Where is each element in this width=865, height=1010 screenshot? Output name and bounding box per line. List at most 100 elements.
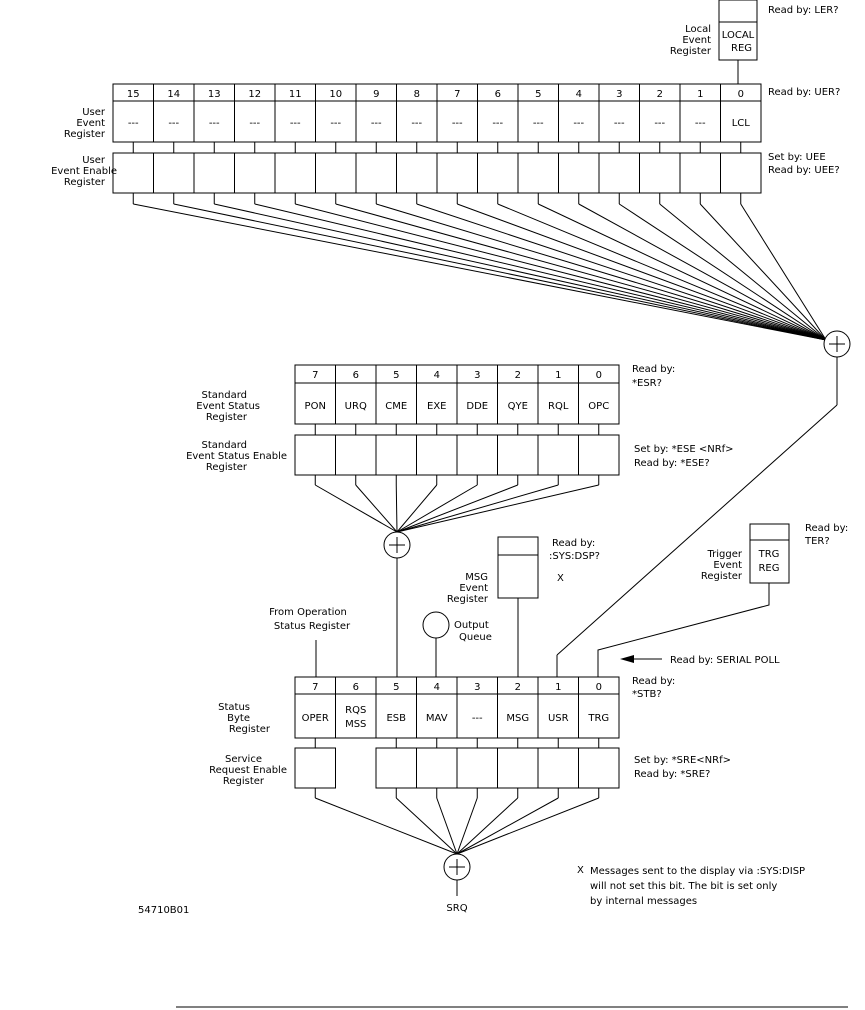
- sre-label-line1: Service: [225, 754, 262, 765]
- ese-cell: [294, 434, 336, 476]
- ueer-cell: [720, 152, 762, 194]
- srq-or-gate: SRQ: [443, 853, 471, 914]
- uer-bit-value: ---: [290, 118, 301, 129]
- uer-bit-value: LCL: [732, 118, 751, 129]
- operation-source-line2: Status Register: [274, 621, 351, 632]
- esr-bit-number: 5: [393, 370, 399, 381]
- ueer-cell: [477, 152, 519, 194]
- ueer-cell: [598, 152, 640, 194]
- service-request-enable-register: Service Request Enable Register Set by: …: [209, 747, 731, 789]
- footnote-line2: will not set this bit. The bit is set on…: [590, 881, 777, 892]
- local-reg-label-line3: Register: [670, 46, 712, 57]
- uer-bit-number: 11: [289, 89, 302, 100]
- stb-bit-number: 3: [474, 682, 480, 693]
- sre-cell: [497, 747, 539, 789]
- uer-value-cell: [112, 100, 154, 143]
- user-summary-or-gate: [823, 330, 851, 358]
- footnote-marker: X: [577, 865, 584, 876]
- esr-bit-number: 0: [596, 370, 602, 381]
- ese-cell: [456, 434, 498, 476]
- ese-cell: [578, 434, 620, 476]
- sre-cell: [456, 747, 498, 789]
- output-queue-line1: Output: [454, 620, 489, 631]
- uer-value-cell: [517, 100, 559, 143]
- uer-bit-number: 1: [697, 89, 703, 100]
- uer-bit-number: 5: [535, 89, 541, 100]
- sre-cell: [294, 747, 336, 789]
- srq-label: SRQ: [446, 903, 467, 914]
- output-queue: Output Queue: [422, 611, 492, 677]
- uer-bit-value: ---: [168, 118, 179, 129]
- uer-bit-value: ---: [614, 118, 625, 129]
- stb-value-cell: [456, 693, 498, 739]
- stb-bit-number: 0: [596, 682, 602, 693]
- ueer-cell: [315, 152, 357, 194]
- ueer-cell: [274, 152, 316, 194]
- esr-bit-value: DDE: [466, 401, 488, 412]
- stb-bit-number: 1: [555, 682, 561, 693]
- sre-read-by: Read by: *SRE?: [634, 769, 710, 780]
- ueer-set-by: Set by: UEE: [768, 152, 826, 163]
- uer-bit-number: 13: [208, 89, 221, 100]
- user-summary-fan-lines: [132, 193, 827, 341]
- standard-event-or-gate: [383, 531, 411, 559]
- figure-id: 54710B01: [138, 905, 189, 916]
- esr-bit-value: EXE: [427, 401, 447, 412]
- sre-set-by: Set by: *SRE<NRf>: [634, 755, 731, 766]
- esr-bit-number: 7: [312, 370, 318, 381]
- uer-value-cell: [436, 100, 478, 143]
- esr-bit-number: 3: [474, 370, 480, 381]
- ueer-cell: [153, 152, 195, 194]
- ese-label-line3: Register: [206, 462, 248, 473]
- ese-label-line1: Standard: [202, 440, 248, 451]
- sre-label-line3: Register: [223, 776, 265, 787]
- stb-bit-number: 6: [353, 682, 359, 693]
- esr-bit-value: QYE: [508, 401, 528, 412]
- ueer-cell: [396, 152, 438, 194]
- ueer-cell: [558, 152, 600, 194]
- uer-read-by: Read by: UER?: [768, 87, 840, 98]
- uer-bit-value: ---: [371, 118, 382, 129]
- trg-reg-label-line1: Trigger: [707, 549, 743, 560]
- uer-label-line3: Register: [64, 129, 106, 140]
- uer-bit-value: ---: [411, 118, 422, 129]
- uer-bit-number: 6: [495, 89, 501, 100]
- stb-bit-value: USR: [548, 713, 569, 724]
- local-event-register: LOCAL REG Local Event Register Read by: …: [670, 0, 839, 84]
- uer-bit-number: 3: [616, 89, 622, 100]
- esr-bit-value: CME: [385, 401, 407, 412]
- uer-bit-value: ---: [654, 118, 665, 129]
- user-event-enable-register: User Event Enable Register Set by: UEE R…: [51, 152, 840, 194]
- uer-bit-value: ---: [330, 118, 341, 129]
- esr-value-cell: [375, 382, 417, 425]
- msg-reg-label-line1: MSG: [465, 572, 488, 583]
- msg-reg-read-by-line1: Read by:: [552, 538, 595, 549]
- ueer-read-by: Read by: UEE?: [768, 165, 840, 176]
- uer-bit-number: 9: [373, 89, 379, 100]
- esr-value-cell: [537, 382, 579, 425]
- stb-label-line1: Status: [218, 702, 250, 713]
- uer-value-cell: [396, 100, 438, 143]
- uer-value-cell: [720, 100, 762, 143]
- esr-bit-number: 6: [353, 370, 359, 381]
- uer-value-cell: [558, 100, 600, 143]
- sre-cell: [537, 747, 579, 789]
- uer-bit-number: 7: [454, 89, 460, 100]
- output-queue-line2: Queue: [459, 632, 492, 643]
- uer-bit-number: 14: [167, 89, 180, 100]
- local-reg-label-line2: Event: [682, 35, 711, 46]
- stb-bit-value: OPER: [302, 713, 329, 724]
- stb-value-cell: [497, 693, 539, 739]
- uer-bit-value: ---: [492, 118, 503, 129]
- sre-cell: [375, 747, 417, 789]
- trg-reg-read-by-line1: Read by:: [805, 523, 848, 534]
- stb-bit-number: 5: [393, 682, 399, 693]
- uer-bit-value: ---: [209, 118, 220, 129]
- local-reg-cell-line1: LOCAL: [722, 30, 755, 41]
- uer-bit-number: 0: [738, 89, 744, 100]
- ueer-label-line1: User: [82, 155, 106, 166]
- uer-value-cell: [477, 100, 519, 143]
